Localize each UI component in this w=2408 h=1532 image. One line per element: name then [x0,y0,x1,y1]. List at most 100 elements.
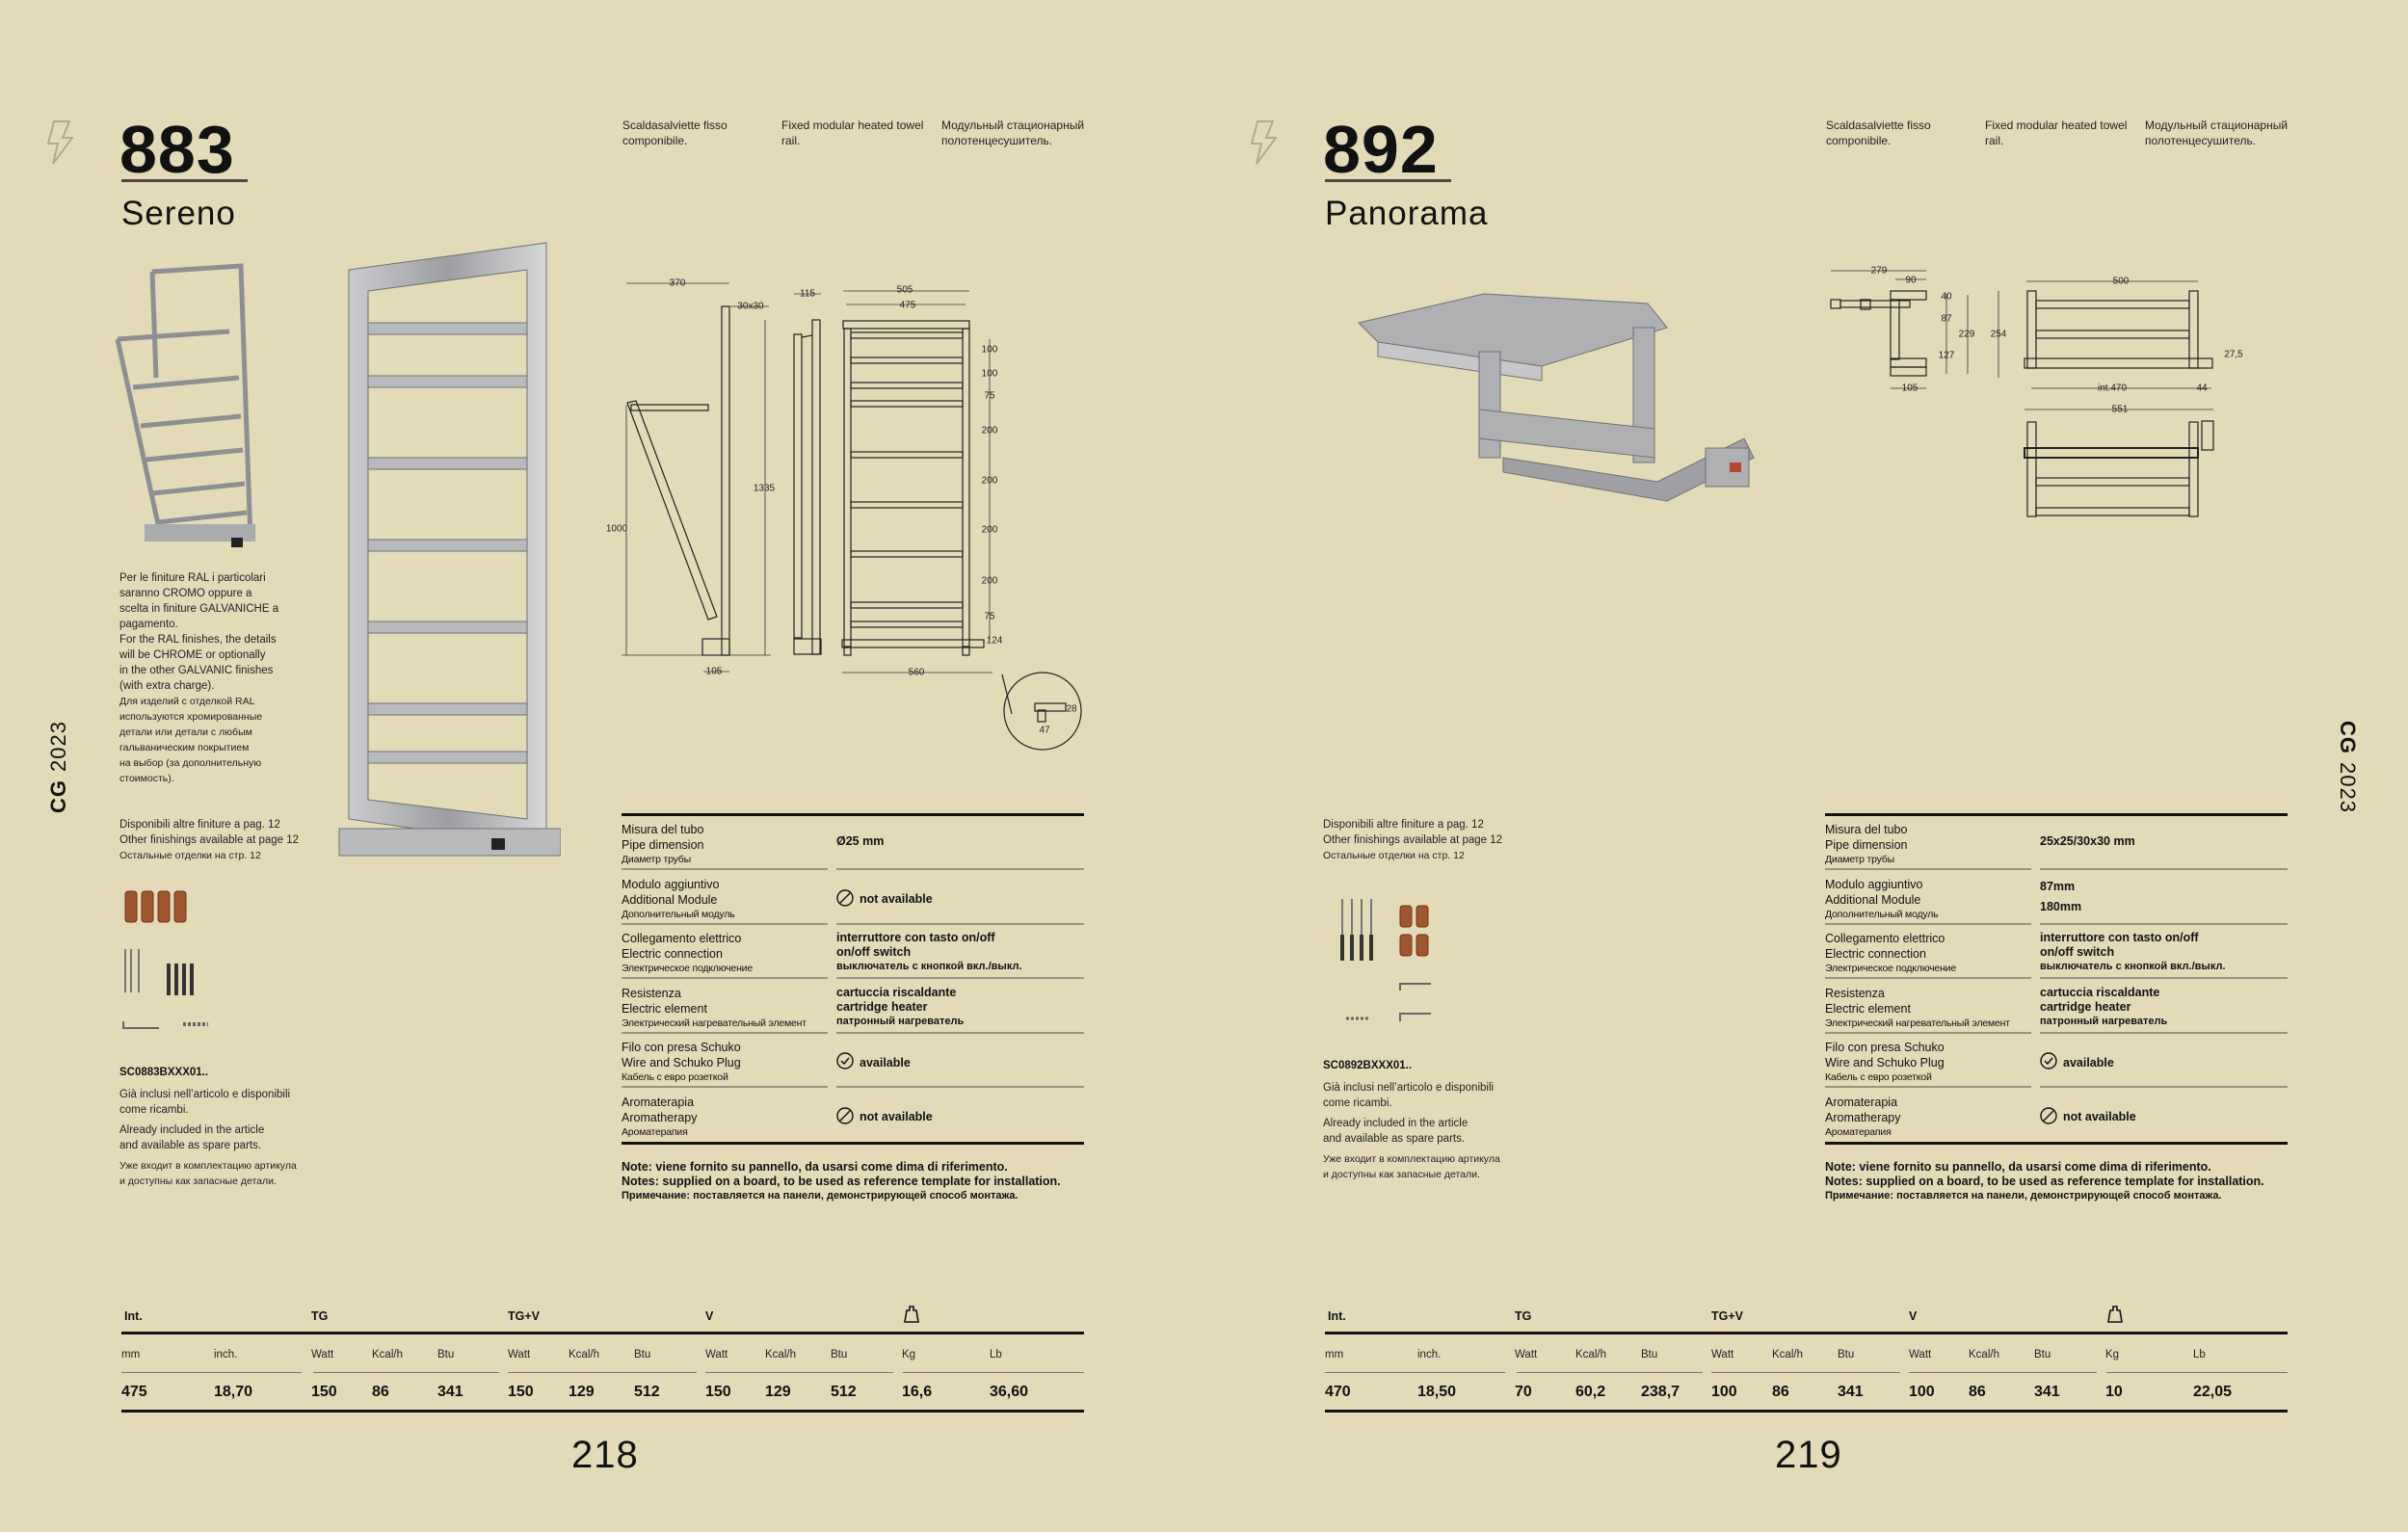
spare-parts-text-ru: Уже входит в комплектацию артикула и дост… [1323,1151,1500,1182]
side-label-brand: CG [2335,721,2360,755]
table-unit: Btu [1641,1349,1658,1360]
dimension-label: 1000 [605,523,628,535]
dimension-label: 370 [669,277,686,289]
spec-label-line: Misura del tubo [622,823,704,836]
table-unit: inch. [1417,1349,1442,1360]
spec-label-line: Filo con presa Schuko [1825,1041,1945,1054]
dimension-label: 560 [908,667,925,678]
spec-value: 25x25/30x30 mm [2040,834,2135,849]
dimension-label: 115 [800,288,815,300]
specs-bottom-rule [1825,1142,2288,1145]
spare-parts-line: Уже входит в комплектацию артикула [1323,1153,1500,1165]
spec-label-line: Дополнительный модуль [1825,908,1939,920]
table-unit: Watt [705,1349,728,1360]
dimension-label: 40 [1941,291,1952,303]
table-unit: Kcal/h [569,1349,599,1360]
finish-note-line: pagamento. [119,619,178,630]
spec-value-line: available [860,1055,911,1070]
table-value: 129 [765,1384,791,1400]
table-value: 86 [1772,1384,1789,1400]
table-unit-divider [903,1372,1084,1373]
page-number: 218 [571,1434,639,1476]
table-unit: Lb [2193,1349,2206,1360]
table-group-header: TG+V [508,1309,540,1323]
spec-value-line: interruttore con tasto on/off [2040,931,2199,944]
spec-divider [836,868,1084,870]
spare-parts-line: и доступны как запасные детали. [1323,1169,1480,1180]
spec-value-line: cartridge heater [2040,999,2131,1014]
table-value: 341 [437,1384,463,1400]
product-description: Модульный стационарный полотенцесушитель… [941,119,1085,147]
spec-label-line: Электрическое подключение [622,963,753,974]
spare-parts-line: Already included in the article [1323,1118,1469,1129]
table-group-header: Int. [124,1309,143,1323]
lightning-icon [1250,120,1278,170]
title-divider [121,179,248,182]
finish-note-line: на выбор (за дополнительную [119,757,262,769]
table-header-rule [1325,1332,2288,1334]
dimension-label: 124 [986,635,1003,647]
dimension-label: 500 [2112,276,2130,287]
table-group-header: TG [1515,1309,1532,1323]
product-name: Sereno [121,195,236,232]
table-value: 341 [1838,1384,1864,1400]
spec-divider [1825,1086,2031,1088]
spec-value-line: not available [860,1110,933,1123]
table-unit: Kcal/h [1772,1349,1803,1360]
lightning-icon [46,120,74,170]
table-value: 22,05 [2193,1384,2233,1400]
spare-parts-line: Already included in the article [119,1124,265,1136]
spec-label-line: Electric element [1825,1001,1911,1016]
dimension-label: 87 [1941,313,1952,325]
spec-value-line: cartridge heater [836,999,928,1014]
finish-note-line: Per le finiture RAL i particolari [119,572,266,584]
spec-label-line: Collegamento elettrico [1825,932,1945,945]
table-value: 238,7 [1641,1384,1680,1400]
table-group-header: TG+V [1711,1309,1743,1323]
spec-label-line: Additional Module [622,892,718,907]
table-unit-divider [121,1372,302,1373]
other-finishes-line: Disponibili altre finiture a pag. 12 [119,819,280,831]
table-unit: mm [121,1349,141,1360]
spec-divider [836,977,1084,979]
spec-divider [2040,922,2288,925]
table-unit: Watt [311,1349,334,1360]
weight-icon [2107,1306,2123,1328]
spec-value-line: on/off switch [2040,945,2115,959]
table-value: 100 [1711,1384,1737,1400]
spec-value: available [836,1052,911,1073]
spec-label-line: Pipe dimension [1825,838,1908,852]
spec-value-line: not available [860,892,933,906]
table-unit-divider [1325,1372,1505,1373]
spec-value-text: not available [2063,1110,2136,1124]
finish-note-line: используются хромированные [119,711,263,723]
product-description: Scaldasalviette fisso componibile. [1826,119,1931,147]
finish-note-line: scelta in finiture GALVANICHE a [119,603,279,615]
spec-value-text: 25x25/30x30 mm [2040,834,2135,849]
catalog-side-label: CG2023 [2335,721,2360,813]
table-unit: Btu [1838,1349,1855,1360]
table-group-header: V [1909,1309,1918,1323]
spec-label-line: Ароматерапия [622,1125,688,1138]
technical-drawing-883 [622,282,1082,751]
table-unit: Kcal/h [372,1349,403,1360]
spec-value-line: 180mm [2040,899,2082,913]
spec-label-line: Resistenza [622,986,681,1000]
spec-divider [1825,977,2031,979]
spec-divider [1825,1031,2031,1034]
dimension-label: 100 [981,368,998,380]
product-photo-large-883 [338,242,561,857]
